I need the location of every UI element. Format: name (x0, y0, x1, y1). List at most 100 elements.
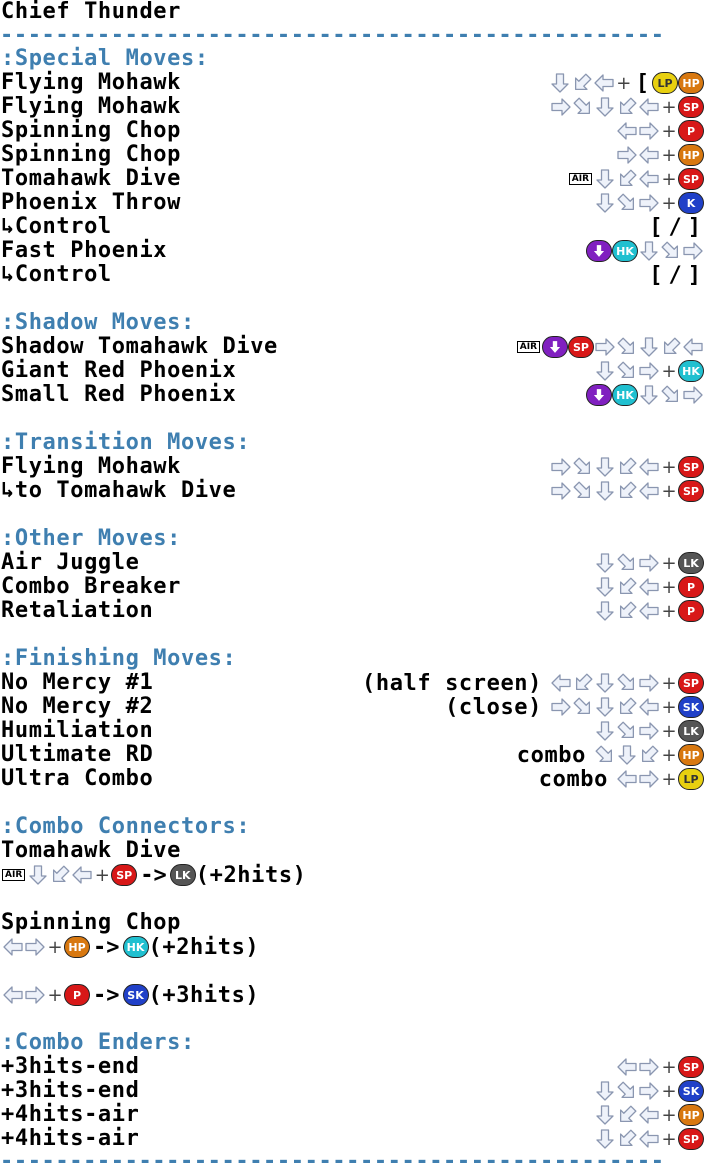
input-sequence: +HK (594, 359, 704, 383)
arrow-down-forward-icon (572, 696, 594, 718)
arrow-down-back-icon (638, 744, 660, 766)
move-name: Spinning Chop (1, 142, 181, 167)
arrow-down-back-icon (616, 1104, 638, 1126)
arrow-forward-icon (616, 144, 638, 166)
section-heading: :Shadow Moves: (1, 310, 195, 335)
plus-icon: + (661, 96, 677, 118)
arrow-down-icon (594, 696, 616, 718)
button-hk-icon: HK (122, 936, 149, 958)
arrow-forward-icon (682, 384, 704, 406)
arrow-down-icon (594, 1080, 616, 1102)
arrow-down-back-icon (571, 72, 593, 94)
button-sk-icon: SK (678, 696, 704, 718)
input-sequence: +SK (594, 1079, 704, 1103)
arrow-back-icon (638, 600, 660, 622)
arrow-back-icon (638, 1128, 660, 1150)
hit-count: (+2hits) (148, 934, 260, 960)
arrow-back-icon (638, 696, 660, 718)
move-name: Ultra Combo (1, 766, 154, 791)
button-sp-icon: SP (568, 336, 594, 358)
input-sequence: [/] (646, 262, 704, 288)
arrow-back-icon (593, 72, 615, 94)
connector-arrow: -> (93, 934, 120, 960)
arrow-down-back-icon (572, 672, 594, 694)
bracket-glyph: / (668, 262, 682, 288)
move-name: Giant Red Phoenix (1, 358, 237, 383)
shadow-down-icon (586, 240, 612, 262)
button-sp-icon: SP (678, 1056, 704, 1078)
arrow-down-icon (638, 336, 660, 358)
input-sequence: +P (594, 599, 704, 623)
bracket-glyph: [ (649, 214, 663, 240)
arrow-down-icon (594, 456, 616, 478)
arrow-back-icon (2, 984, 24, 1006)
plus-icon: + (661, 768, 677, 790)
button-hk-icon: HK (612, 240, 638, 262)
input-sequence: +HP (616, 143, 704, 167)
plus-icon: + (661, 168, 677, 190)
move-name: Tomahawk Dive (1, 166, 181, 191)
arrow-down-forward-icon (616, 360, 638, 382)
arrow-forward-icon (638, 672, 660, 694)
input-sequence: (close) +SK (445, 694, 704, 720)
arrow-down-icon (594, 1128, 616, 1150)
button-hp-icon: HP (678, 1104, 704, 1126)
button-hp-icon: HP (678, 744, 704, 766)
button-sp-icon: SP (678, 168, 704, 190)
button-lp-icon: LP (652, 72, 678, 94)
arrow-forward-icon (638, 192, 660, 214)
shadow-down-icon (586, 384, 612, 406)
arrow-back-icon (616, 768, 638, 790)
button-hk-icon: HK (612, 384, 638, 406)
plus-icon: + (661, 720, 677, 742)
arrow-down-icon (594, 360, 616, 382)
connector-arrow: -> (140, 862, 167, 888)
plus-icon: + (661, 1104, 677, 1126)
arrow-back-icon (638, 144, 660, 166)
arrow-forward-icon (638, 768, 660, 790)
plus-icon: + (616, 72, 632, 94)
arrow-down-back-icon (49, 864, 71, 886)
arrow-down-icon (594, 600, 616, 622)
arrow-down-back-icon (616, 456, 638, 478)
move-name: No Mercy #2 (1, 694, 154, 719)
move-name: Air Juggle (1, 550, 140, 575)
button-lp-icon: LP (678, 768, 704, 790)
bracket-glyph: ] (687, 262, 701, 288)
arrow-forward-icon (638, 1056, 660, 1078)
plus-icon: + (661, 192, 677, 214)
arrow-back-icon (638, 168, 660, 190)
input-sequence: HK (586, 239, 704, 263)
arrow-down-forward-icon (616, 192, 638, 214)
arrow-forward-icon (638, 120, 660, 142)
arrow-forward-icon (24, 936, 46, 958)
shadow-down-icon (542, 336, 568, 358)
move-name: Ultimate RD (1, 742, 154, 767)
arrow-forward-icon (638, 1080, 660, 1102)
arrow-down-icon (594, 168, 616, 190)
arrow-down-forward-icon (616, 336, 638, 358)
arrow-back-icon (638, 1104, 660, 1126)
arrow-down-icon (594, 576, 616, 598)
arrow-down-icon (594, 192, 616, 214)
move-name: Spinning Chop (1, 118, 181, 143)
arrow-forward-icon (682, 240, 704, 262)
input-sequence: +SP (550, 95, 704, 119)
move-name: Shadow Tomahawk Dive (1, 334, 278, 359)
arrow-forward-icon (550, 480, 572, 502)
move-name: Flying Mohawk (1, 94, 181, 119)
input-sequence: +HP (594, 1103, 704, 1127)
plus-icon: + (661, 360, 677, 382)
arrow-back-icon (550, 672, 572, 694)
plus-icon: + (661, 552, 677, 574)
move-name: Combo Breaker (1, 574, 181, 599)
button-lk-icon: LK (678, 552, 704, 574)
plus-icon: + (661, 672, 677, 694)
arrow-forward-icon (550, 96, 572, 118)
move-condition: (close) (445, 694, 542, 720)
arrow-down-forward-icon (616, 720, 638, 742)
input-sequence: +P->SK(+3hits) (2, 983, 259, 1008)
section-heading: :Transition Moves: (1, 430, 251, 455)
bracket-glyph: [ (649, 262, 663, 288)
